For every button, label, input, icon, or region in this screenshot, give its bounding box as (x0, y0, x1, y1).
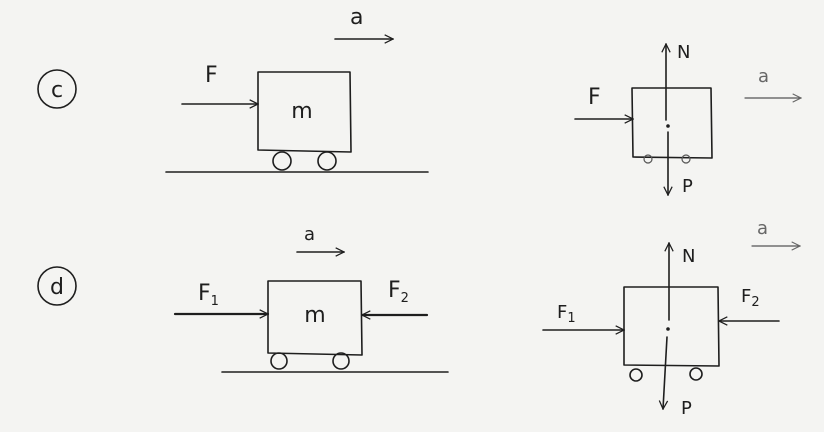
applied-force-label: F (588, 85, 601, 110)
force2-label: F2 (388, 278, 409, 306)
fbd-wheel-left (643, 154, 653, 164)
mass-label: m (304, 303, 325, 328)
normal-force-label: N (677, 42, 690, 63)
mass-label: m (291, 99, 312, 124)
part-d-sketch: m F1 F2 a (173, 224, 449, 373)
weight-label: P (681, 398, 692, 419)
applied-force-label: F (205, 63, 218, 88)
part-d-free-body-diagram: N P F1 F2 a (542, 218, 800, 419)
part-d: d m F1 F2 a N P F1 F (37, 218, 800, 419)
part-c-label: c (51, 78, 63, 103)
cart-wheel-right (332, 352, 350, 370)
force2-label: F2 (741, 286, 760, 310)
part-d-label-circle (37, 266, 77, 306)
fbd-body (623, 286, 720, 367)
fbd-wheel-left (629, 368, 643, 382)
acceleration-label: a (350, 5, 363, 30)
fbd-wheel-right (681, 154, 691, 164)
cart-wheel-left (272, 151, 292, 171)
cart-wheel-left (270, 352, 288, 370)
fbd-center-dot (666, 327, 670, 331)
acceleration-label: a (304, 224, 315, 245)
fbd-wheel-right (689, 367, 703, 381)
part-c-sketch: m F a (165, 5, 429, 173)
part-c-free-body-diagram: N P F a (574, 42, 801, 197)
cart-body (267, 280, 363, 356)
fbd-body (631, 87, 713, 159)
part-c-label-circle (37, 69, 77, 109)
force1-label: F1 (198, 281, 219, 309)
part-c: c m F a N P F a (37, 5, 801, 197)
cart-wheel-right (317, 151, 337, 171)
weight-label: P (682, 176, 693, 197)
acceleration-label: a (758, 66, 769, 87)
force1-label: F1 (557, 302, 576, 326)
part-d-label: d (50, 275, 64, 300)
cart-body (257, 71, 352, 153)
fbd-center-dot (666, 124, 670, 128)
acceleration-label: a (757, 218, 768, 239)
weight-arrow (663, 336, 667, 409)
normal-force-label: N (682, 246, 695, 267)
